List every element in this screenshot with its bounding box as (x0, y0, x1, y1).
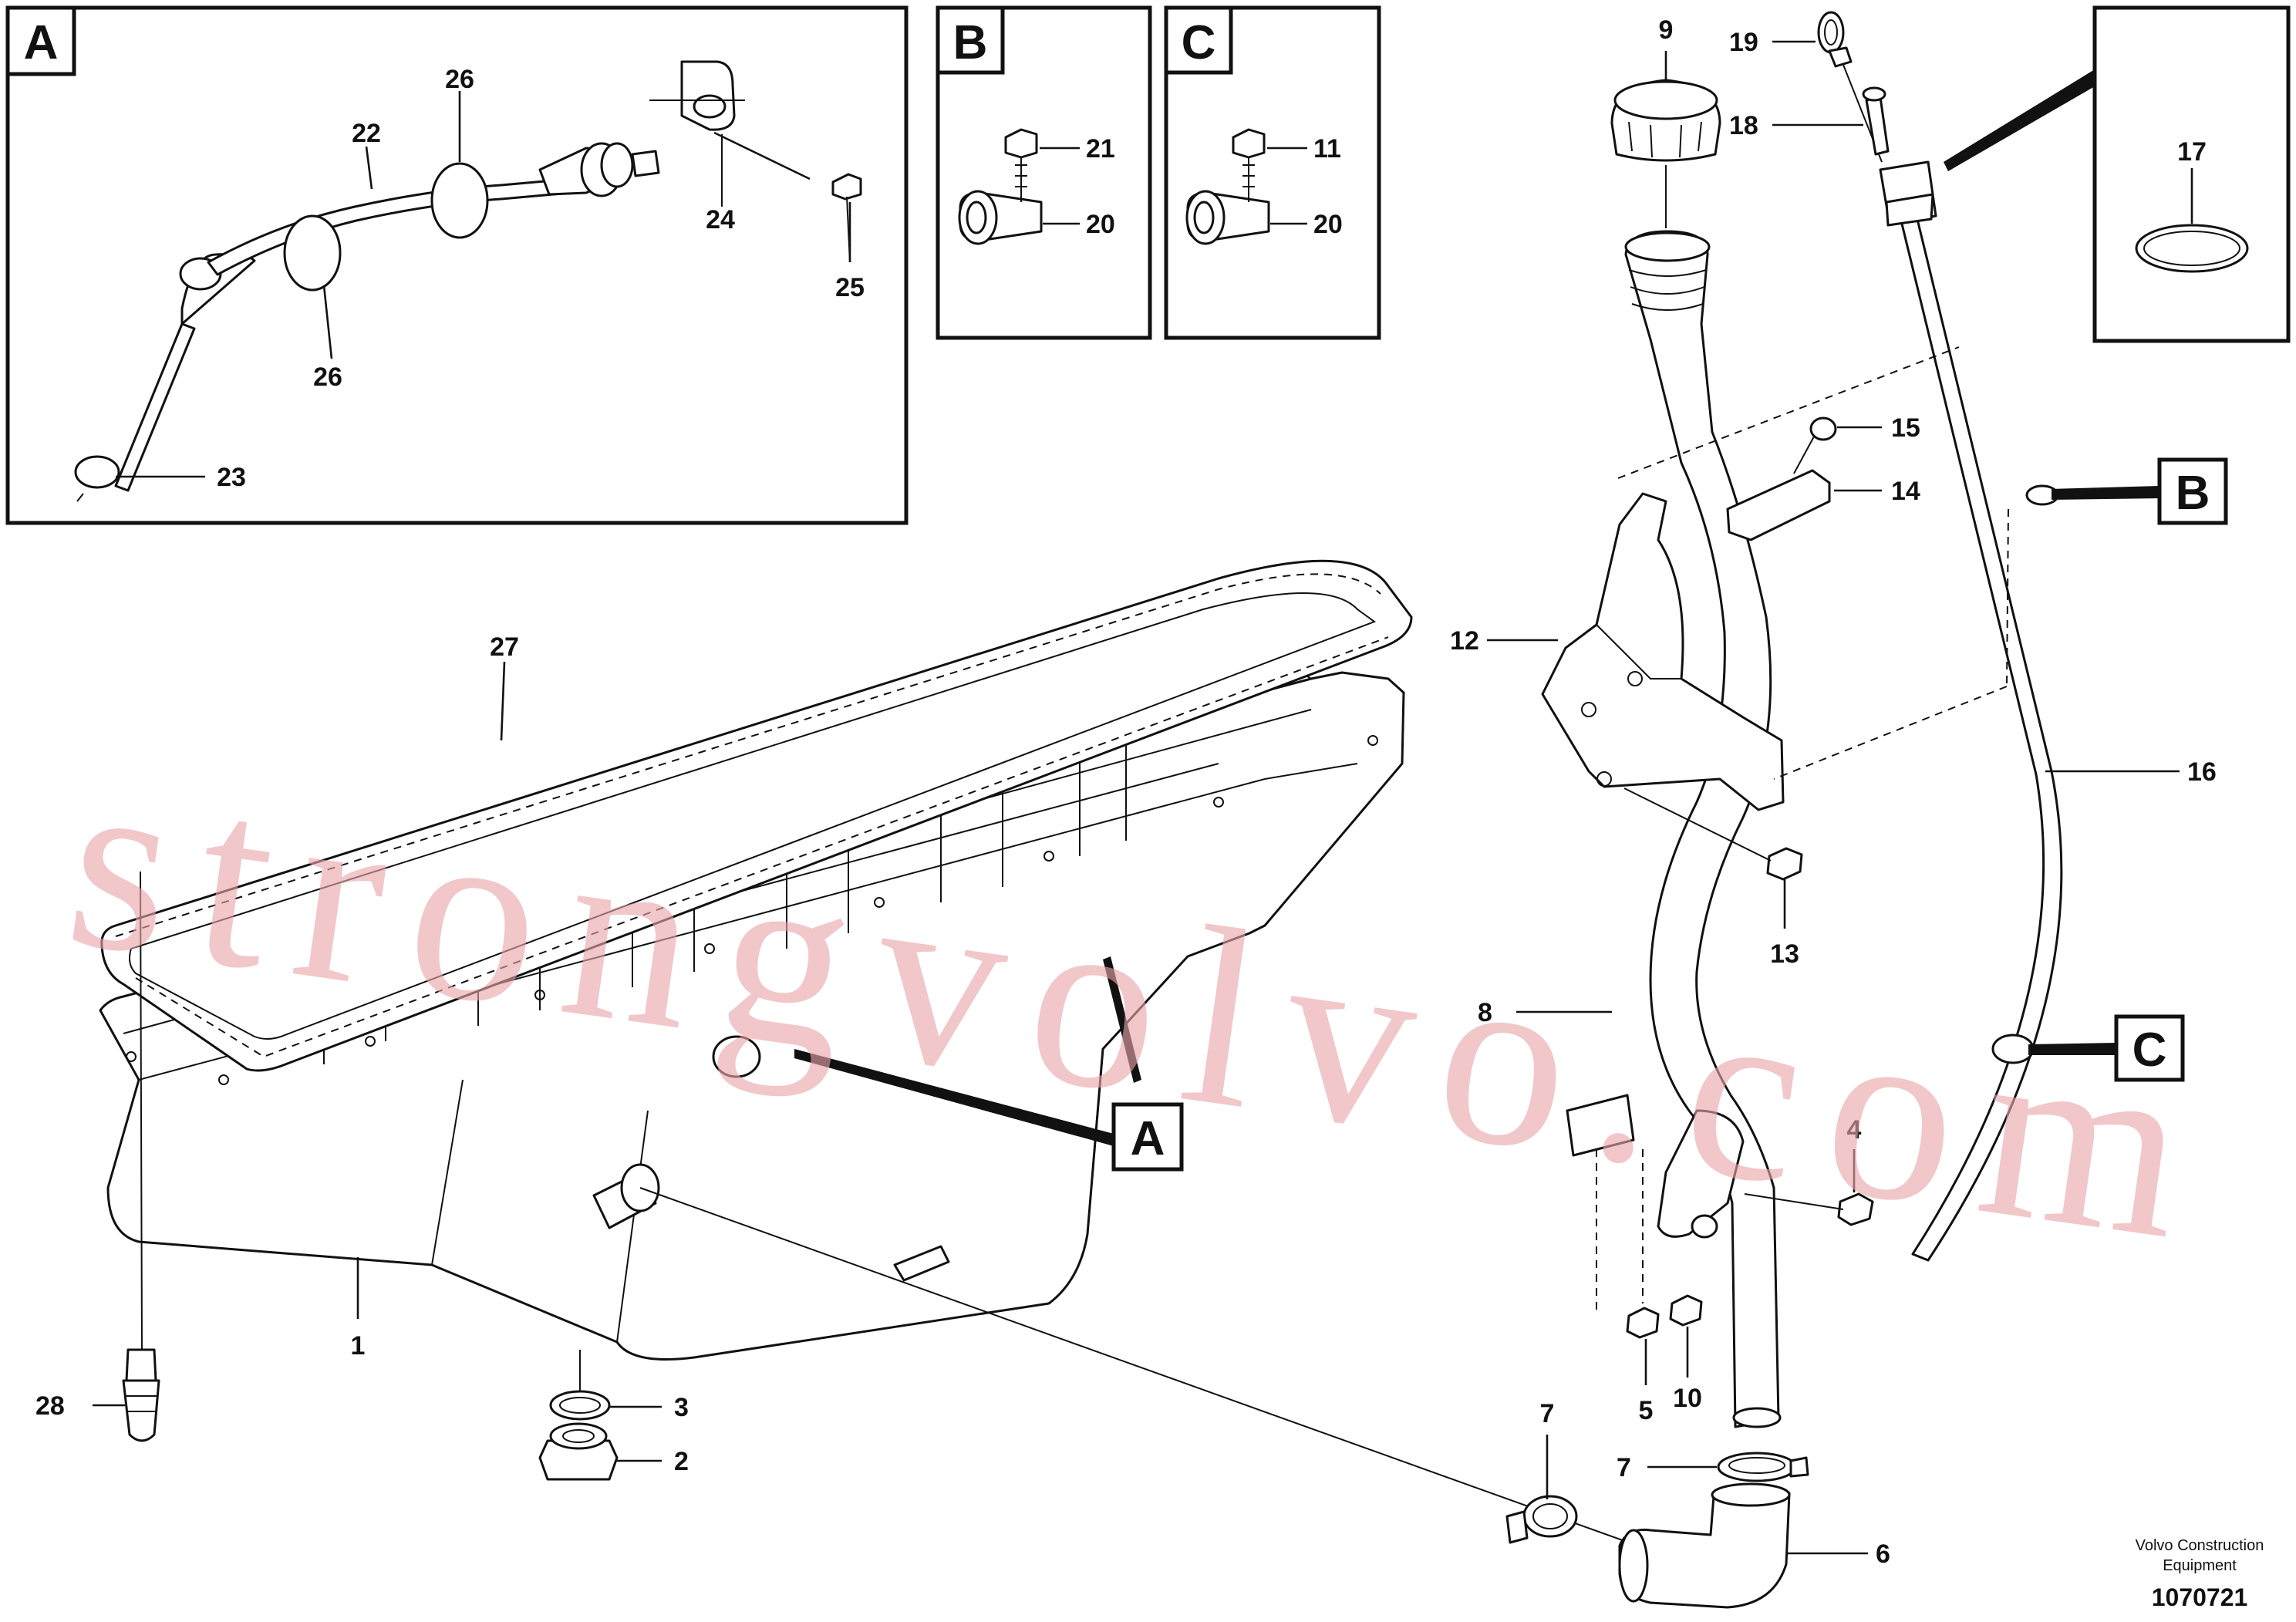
clamp-20-b (958, 190, 1043, 245)
callout-27: 27 (490, 632, 519, 662)
hose-6 (1618, 1482, 1791, 1609)
detail-box-c-label: C (1182, 16, 1216, 69)
callout-15: 15 (1891, 413, 1920, 443)
view-pointer-a-label: A (1131, 1112, 1165, 1165)
callout-9: 9 (1659, 15, 1674, 45)
callout-12: 12 (1450, 626, 1479, 656)
bolt-10 (1669, 1294, 1703, 1327)
detail-box-a: A (5, 5, 909, 525)
detail-box-b-label: B (953, 16, 988, 69)
callout-2: 2 (674, 1447, 689, 1476)
callout-17: 17 (2177, 137, 2207, 167)
filler-tube-8 (1624, 230, 1782, 1428)
o-ring-17 (2135, 224, 2249, 273)
callout-4: 4 (1847, 1115, 1862, 1145)
callout-14: 14 (1891, 477, 1920, 506)
bolt-4 (1744, 1192, 1874, 1226)
oil-filler-cap-9 (1610, 79, 1721, 162)
callout-26-top: 26 (445, 65, 474, 94)
callout-20-c: 20 (1313, 210, 1343, 239)
detail-box-a-label: A (24, 16, 59, 69)
dipstick-handle-19 (1817, 11, 1883, 163)
callout-24: 24 (706, 205, 735, 234)
callout-11: 11 (1313, 134, 1341, 164)
bolt-21 (1004, 128, 1038, 202)
callout-25: 25 (835, 273, 865, 302)
view-pointer-c: C (2028, 1014, 2185, 1082)
bolt-13 (1623, 787, 1803, 881)
tube-clamp-bracket (1566, 1094, 1745, 1239)
view-pointer-b: B (2052, 457, 2228, 525)
washer-3 (549, 1350, 611, 1421)
bolt-5 (1626, 1307, 1660, 1339)
pin-18 (1862, 86, 1890, 156)
callout-1: 1 (351, 1331, 366, 1361)
callout-22: 22 (352, 119, 381, 148)
view-pointer-b-label: B (2176, 467, 2210, 520)
callout-28: 28 (35, 1391, 65, 1421)
hose-clamp-7-left (1505, 1495, 1578, 1544)
oil-pan-gasket (100, 559, 1413, 1072)
view-pointer-a: A (794, 956, 1184, 1172)
bolt-15 (1793, 416, 1837, 474)
callout-10: 10 (1673, 1384, 1702, 1413)
detail-box-c: C 11 20 (1164, 5, 1381, 340)
detail-box-b: B 21 20 (936, 5, 1152, 340)
callout-19: 19 (1729, 28, 1758, 57)
callout-7-right: 7 (1617, 1453, 1631, 1482)
callout-26-bottom: 26 (313, 363, 342, 392)
oil-level-sensor-assembly (74, 142, 660, 502)
bracket-12 (1541, 492, 1785, 811)
clamp-20-c (1185, 190, 1270, 245)
credit-line-1: Volvo Construction (2136, 1537, 2264, 1554)
callout-13: 13 (1770, 939, 1799, 969)
callout-18: 18 (1729, 111, 1758, 140)
callout-3: 3 (674, 1393, 689, 1422)
callout-20-b: 20 (1086, 210, 1115, 239)
bolt-11 (1232, 128, 1266, 202)
drain-plug-2 (538, 1422, 619, 1481)
callout-5: 5 (1639, 1396, 1654, 1425)
callout-16: 16 (2187, 757, 2217, 787)
callout-7-left: 7 (1540, 1399, 1555, 1428)
bolt-25 (831, 173, 862, 263)
callout-21: 21 (1086, 134, 1115, 164)
callout-23: 23 (217, 463, 246, 492)
credit-line-2: Equipment (2163, 1557, 2237, 1574)
callout-8: 8 (1478, 998, 1492, 1027)
dipstick-16 (1879, 160, 2063, 1262)
document-number: 1070721 (2152, 1583, 2248, 1611)
view-pointer-c-label: C (2132, 1023, 2167, 1077)
detail-box-17: 17 (1944, 5, 2291, 343)
clip-14 (1726, 469, 1831, 541)
bracket-24 (649, 60, 745, 131)
sensor-28 (122, 871, 160, 1442)
callout-6: 6 (1876, 1539, 1890, 1569)
hose-clamp-7-right (1717, 1452, 1809, 1482)
